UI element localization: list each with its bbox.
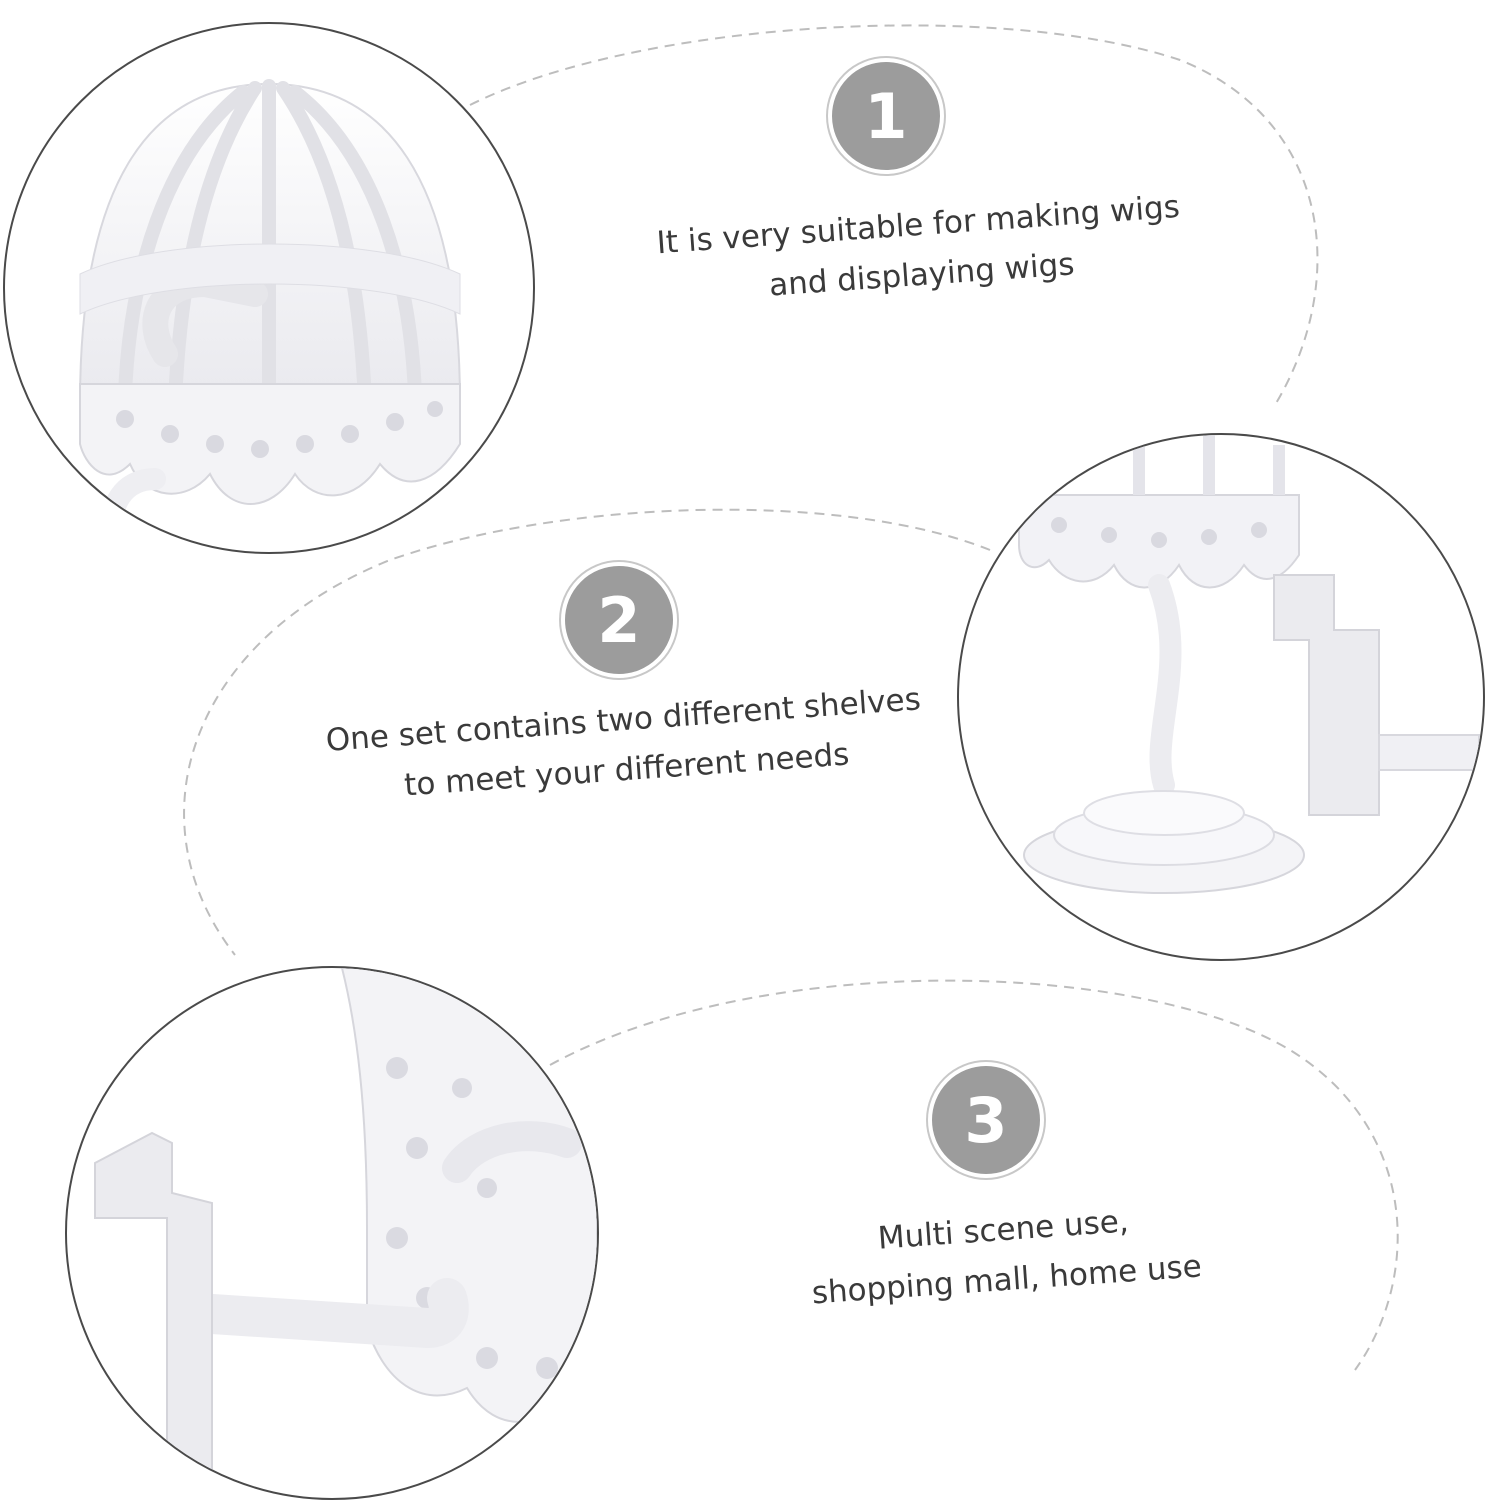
feature-number-badge-3: 3 [928,1062,1044,1178]
badge-number: 1 [864,79,908,153]
dashed-arc-3 [549,979,1399,1371]
feature-number-badge-1: 1 [828,58,944,174]
product-photo-wall-hook [65,966,599,1500]
wig-stand-base-illustration [1018,435,1480,894]
wig-dome-illustration [78,79,462,552]
badge-number: 2 [597,583,641,657]
dashed-arc-1 [469,24,1319,406]
badge-number: 3 [964,1083,1008,1157]
dashed-arc-2 [183,508,991,956]
feature-number-badge-2: 2 [561,562,677,678]
product-photo-dome [3,22,535,554]
product-photo-stand-and-hook [957,433,1485,961]
wall-hook-illustration [94,968,597,1474]
